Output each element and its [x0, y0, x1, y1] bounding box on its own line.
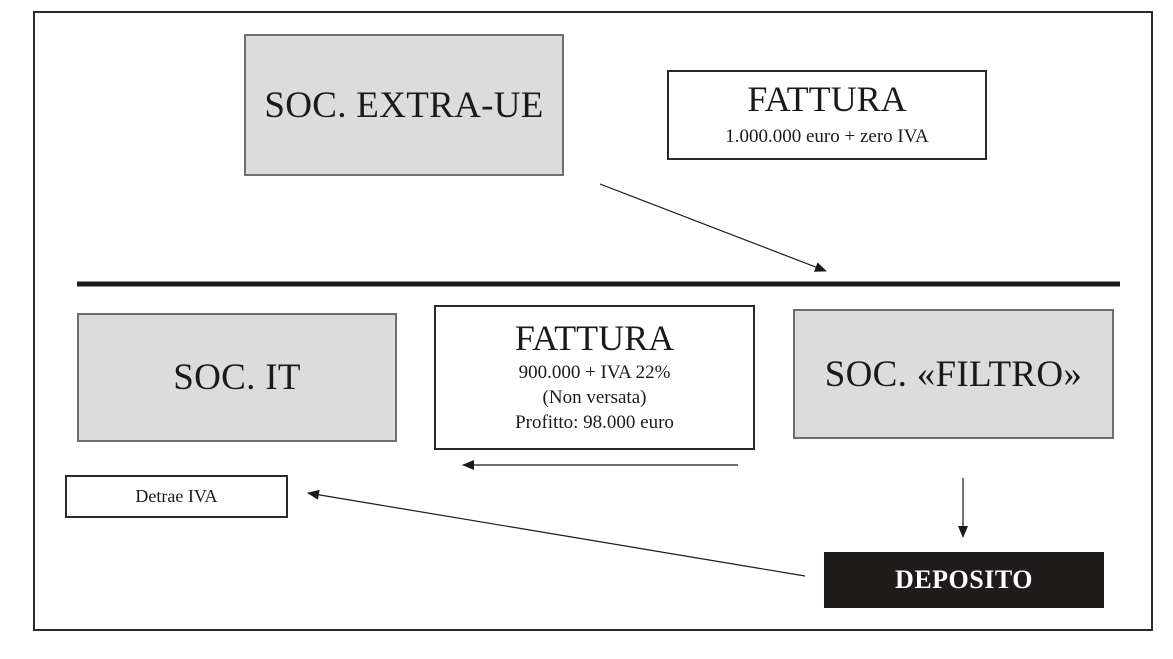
node-extra-ue: SOC. EXTRA-UE: [244, 34, 564, 176]
arrow-deposito-to-detrae: [307, 489, 806, 577]
node-invoice-mid: FATTURA 900.000 + IVA 22% (Non versata) …: [434, 305, 755, 450]
node-detrae-label: Detrae IVA: [135, 486, 218, 506]
invoice-mid-line3: Profitto: 98.000 euro: [515, 411, 674, 433]
node-deposito: DEPOSITO: [824, 552, 1104, 608]
invoice-mid-line1: 900.000 + IVA 22%: [518, 362, 671, 384]
invoice-mid-line2: (Non versata): [542, 387, 647, 409]
node-soc-it-label: SOC. IT: [173, 357, 301, 398]
node-filtro-label: SOC. «FILTRO»: [824, 353, 1083, 395]
node-extra-ue-label: SOC. EXTRA-UE: [264, 84, 544, 126]
node-deposito-label: DEPOSITO: [895, 565, 1033, 594]
invoice-mid-title: FATTURA: [514, 317, 675, 358]
invoice-top-title: FATTURA: [747, 78, 907, 119]
node-detrae: Detrae IVA: [65, 475, 288, 518]
invoice-top-line1: 1.000.000 euro + zero IVA: [725, 125, 929, 147]
node-soc-it: SOC. IT: [77, 313, 397, 442]
arrow-extra-ue-to-filtro: [599, 183, 827, 272]
diagram-frame: [33, 11, 1153, 631]
node-invoice-top: FATTURA 1.000.000 euro + zero IVA: [667, 70, 987, 160]
node-filtro: SOC. «FILTRO»: [793, 309, 1114, 439]
